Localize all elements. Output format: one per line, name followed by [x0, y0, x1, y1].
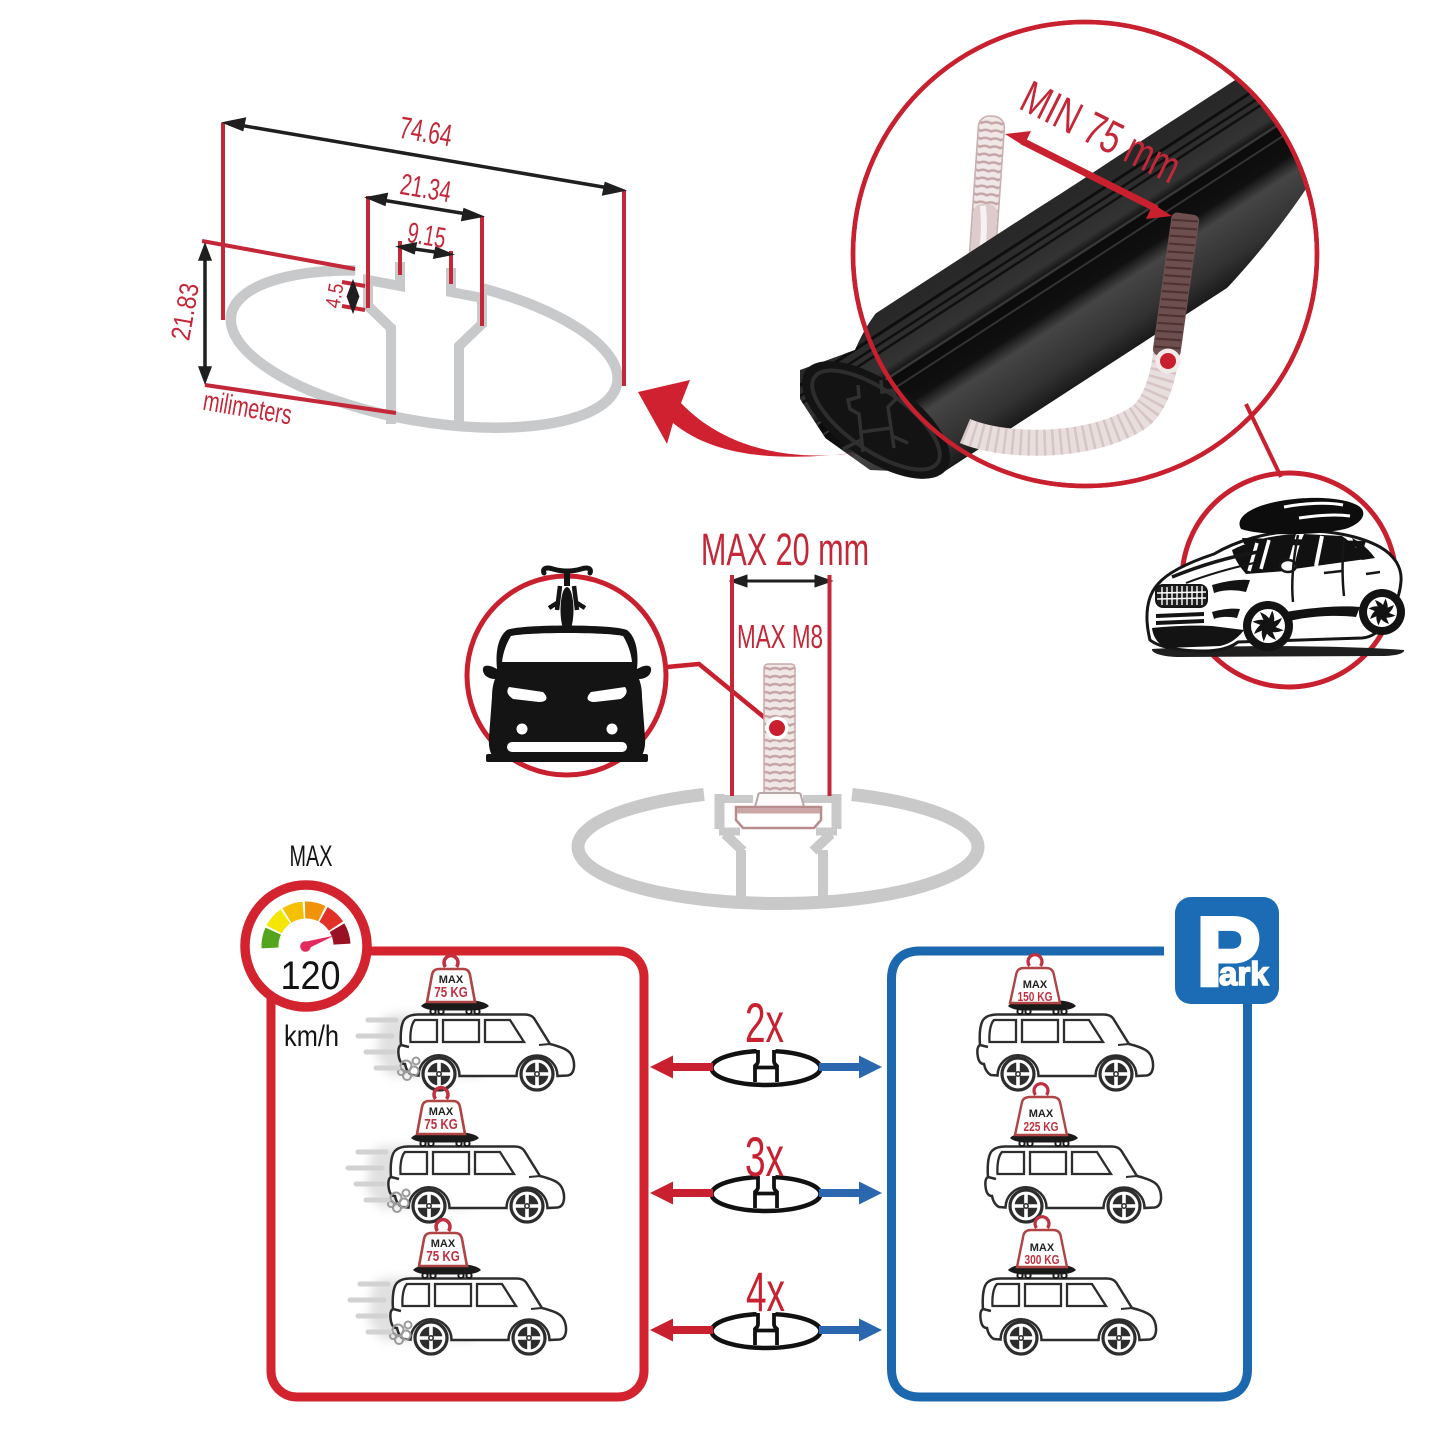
- svg-text:74.64: 74.64: [397, 110, 455, 153]
- svg-text:km/h: km/h: [284, 1019, 339, 1052]
- svg-text:MAX: MAX: [1030, 1242, 1055, 1254]
- svg-text:P: P: [1196, 897, 1261, 1006]
- svg-text:MAX 20 mm: MAX 20 mm: [701, 525, 869, 575]
- svg-text:2x: 2x: [745, 992, 784, 1055]
- svg-text:MAX: MAX: [1029, 1108, 1054, 1120]
- svg-text:150 KG: 150 KG: [1018, 990, 1053, 1004]
- svg-text:MAX M8: MAX M8: [737, 618, 823, 655]
- svg-text:MAX: MAX: [1023, 979, 1048, 991]
- svg-text:4x: 4x: [746, 1261, 785, 1324]
- svg-text:3x: 3x: [745, 1126, 784, 1189]
- svg-text:4.5: 4.5: [321, 281, 349, 310]
- svg-text:ark: ark: [1219, 955, 1269, 992]
- svg-text:MAX: MAX: [290, 840, 333, 873]
- svg-text:75 KG: 75 KG: [426, 1248, 460, 1265]
- svg-text:MAX: MAX: [429, 1106, 454, 1118]
- svg-text:300 KG: 300 KG: [1025, 1253, 1060, 1267]
- svg-text:75 KG: 75 KG: [424, 1116, 458, 1133]
- svg-text:MAX: MAX: [431, 1238, 456, 1250]
- svg-text:225 KG: 225 KG: [1024, 1120, 1059, 1134]
- svg-text:120: 120: [280, 954, 340, 998]
- svg-text:9.15: 9.15: [405, 218, 448, 256]
- svg-text:75 KG: 75 KG: [434, 984, 468, 1001]
- svg-text:MAX: MAX: [439, 974, 464, 986]
